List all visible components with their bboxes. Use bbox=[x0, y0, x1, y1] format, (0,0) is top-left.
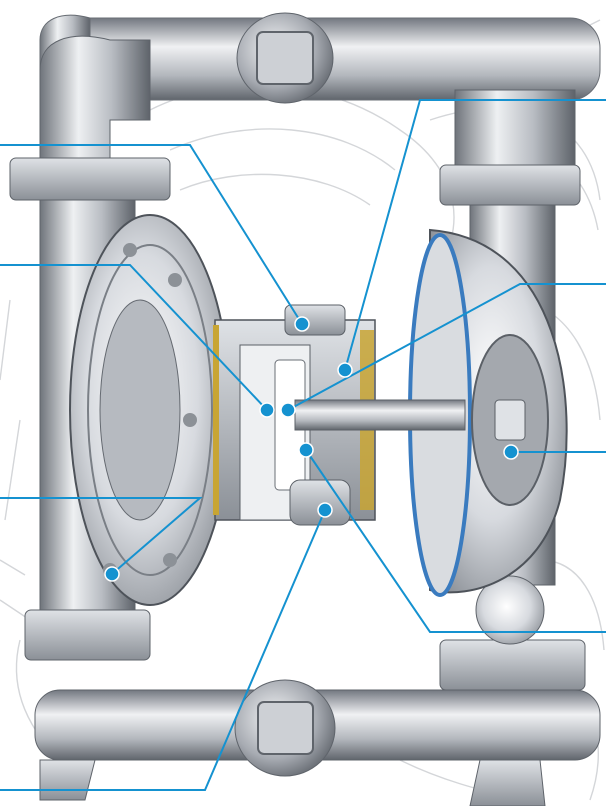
center-section bbox=[213, 304, 466, 526]
callout-8-leader bbox=[305, 449, 606, 633]
callout-dots bbox=[104, 316, 519, 582]
callout-4-leader bbox=[0, 509, 326, 791]
callout-7-dot bbox=[503, 444, 519, 460]
callout-8-dot bbox=[298, 442, 314, 458]
callout-3-leader bbox=[0, 497, 203, 575]
callout-2-leader bbox=[0, 264, 268, 411]
callouts bbox=[0, 99, 606, 791]
callout-6-leader bbox=[287, 283, 606, 411]
left-manifold-column bbox=[9, 35, 171, 661]
callout-5-dot bbox=[337, 362, 353, 378]
bottom-manifold bbox=[34, 679, 601, 806]
callout-5-leader bbox=[344, 99, 606, 371]
left-air-chamber bbox=[69, 214, 231, 606]
callout-2-dot bbox=[259, 402, 275, 418]
callout-3-dot bbox=[104, 566, 120, 582]
callout-1-leader bbox=[0, 144, 303, 325]
callout-1-dot bbox=[294, 316, 310, 332]
callout-6-dot bbox=[280, 402, 296, 418]
callout-4-dot bbox=[317, 502, 333, 518]
